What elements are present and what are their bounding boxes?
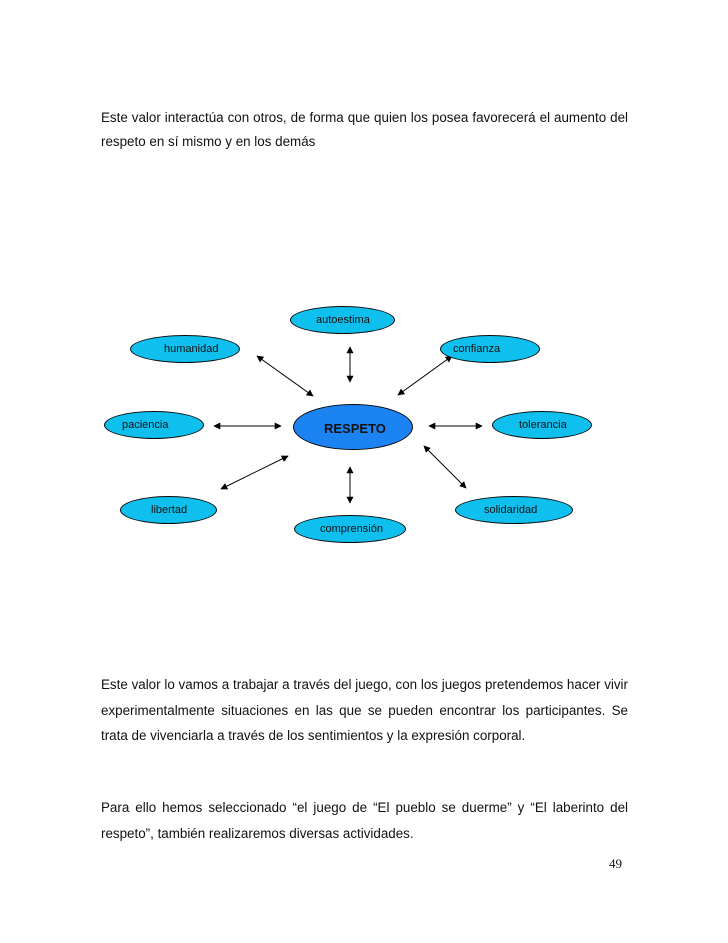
- selection-paragraph: Para ello hemos seleccionado “el juego d…: [101, 800, 628, 841]
- node-solidaridad: solidaridad: [455, 496, 573, 524]
- diagram-arrows: [213, 346, 483, 504]
- node-tolerancia: tolerancia: [492, 411, 592, 439]
- node-paciencia: paciencia: [104, 411, 204, 439]
- node-libertad: libertad: [120, 496, 217, 524]
- arrow-humanidad: [256, 355, 314, 397]
- arrow-confianza: [397, 355, 453, 396]
- node-comprension-label: comprensión: [320, 523, 383, 535]
- node-confianza: confianza: [440, 335, 540, 363]
- page-number: 49: [609, 856, 622, 871]
- node-autoestima: autoestima: [290, 306, 395, 334]
- node-comprension: comprensión: [294, 515, 406, 543]
- arrow-solidaridad: [423, 445, 467, 489]
- node-humanidad-label: humanidad: [164, 343, 219, 355]
- node-autoestima-label: autoestima: [316, 314, 370, 326]
- node-respeto-center: RESPETO: [293, 404, 413, 450]
- node-libertad-label: libertad: [151, 504, 188, 516]
- node-humanidad: humanidad: [130, 335, 240, 363]
- respeto-concept-diagram: autoestima humanidad confianza paciencia…: [0, 300, 728, 550]
- node-tolerancia-label: tolerancia: [519, 419, 567, 431]
- game-paragraph: Este valor lo vamos a trabajar a través …: [101, 677, 628, 743]
- arrow-libertad: [220, 455, 289, 490]
- node-paciencia-label: paciencia: [122, 419, 169, 431]
- node-confianza-label: confianza: [453, 343, 501, 355]
- node-solidaridad-label: solidaridad: [484, 504, 538, 516]
- intro-paragraph: Este valor interactúa con otros, de form…: [101, 110, 628, 149]
- node-respeto-label: RESPETO: [324, 421, 386, 436]
